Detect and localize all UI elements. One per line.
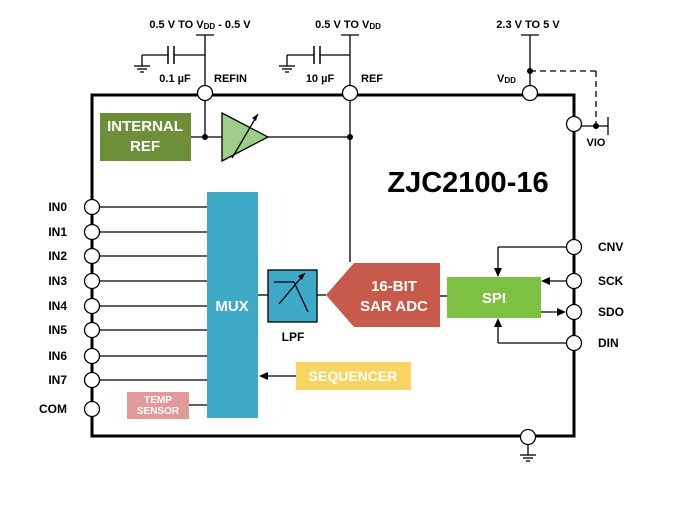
pin-in3 <box>83 272 101 290</box>
pin-din <box>565 334 583 352</box>
vio-pin <box>565 115 583 133</box>
lpf-block <box>267 269 318 323</box>
spi-label: SPI <box>482 290 506 307</box>
ref-pin <box>341 84 359 102</box>
adc-line2: SAR ADC <box>360 298 428 315</box>
refin-pin-label: REFIN <box>214 73 247 85</box>
pin-in2 <box>83 247 101 265</box>
vio-label: VIO <box>587 137 606 149</box>
pin-in6 <box>83 347 101 365</box>
ref-range-label: 0.5 V TO VDD <box>315 19 381 31</box>
spi-block <box>447 277 541 318</box>
vdd-range-label: 2.3 V TO 5 V <box>496 19 560 31</box>
pin-label-in7: IN7 <box>48 373 67 387</box>
pin-label-din: DIN <box>598 336 619 350</box>
pin-in1 <box>83 223 101 241</box>
pin-label-cnv: CNV <box>598 240 623 254</box>
lpf-label: LPF <box>282 330 305 344</box>
adc-line1: 16-BIT <box>371 278 417 295</box>
pin-sck <box>565 272 583 290</box>
adc-block <box>326 263 440 327</box>
pin-label-in4: IN4 <box>48 299 67 313</box>
sequencer-label: SEQUENCER <box>309 368 398 384</box>
pin-label-in0: IN0 <box>48 200 67 214</box>
vdd-pin-label: VDD <box>497 73 516 85</box>
chip-outline <box>90 93 576 438</box>
ref-pin-label: REF <box>361 73 383 85</box>
refin-pin <box>196 84 214 102</box>
pin-cnv <box>565 238 583 256</box>
mux-label: MUX <box>215 298 248 315</box>
pin-com <box>83 400 101 418</box>
internal-ref-line1: INTERNAL <box>107 118 183 135</box>
pin-label-in5: IN5 <box>48 323 67 337</box>
pin-label-sdo: SDO <box>598 305 624 319</box>
gnd-pin <box>519 428 537 446</box>
refin-range-label: 0.5 V TO VDD - 0.5 V <box>149 19 251 31</box>
temp-sensor-block <box>127 392 189 419</box>
pin-label-in2: IN2 <box>48 249 67 263</box>
sequencer-block <box>296 362 411 390</box>
mux-block <box>207 192 258 418</box>
pin-in7 <box>83 371 101 389</box>
chip-title: ZJC2100-16 <box>387 167 548 199</box>
pin-in5 <box>83 321 101 339</box>
pin-in0 <box>83 198 101 216</box>
ref-cap-label: 10 µF <box>306 73 335 85</box>
digital-interface: CNV SCK SDO DIN <box>565 238 624 352</box>
pin-sdo <box>565 303 583 321</box>
pin-label-in6: IN6 <box>48 349 67 363</box>
pin-label-sck: SCK <box>598 274 624 288</box>
internal-ref-block <box>100 113 191 161</box>
vdd-pin <box>521 84 539 102</box>
internal-ref-line2: REF <box>130 138 160 155</box>
temp-line2: SENSOR <box>137 406 180 417</box>
refin-cap-label: 0.1 µF <box>159 73 191 85</box>
pin-label-com: COM <box>39 402 67 416</box>
pin-in4 <box>83 297 101 315</box>
pin-label-in3: IN3 <box>48 274 67 288</box>
temp-line1: TEMP <box>144 395 172 406</box>
pin-label-in1: IN1 <box>48 225 67 239</box>
